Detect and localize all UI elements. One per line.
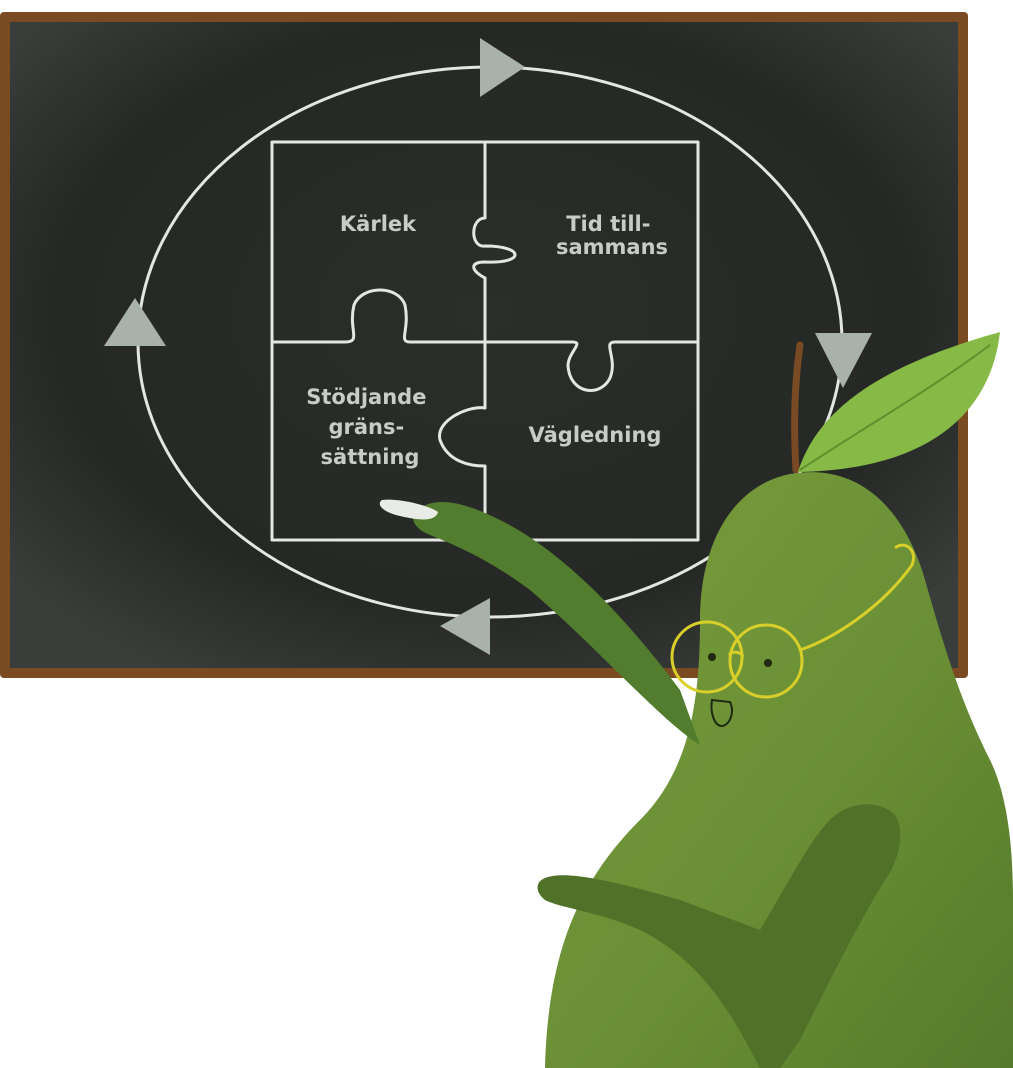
glasses-icon [670,543,915,699]
glasses-right-lens [728,623,804,699]
label-bottom-right: Vägledning [529,423,662,447]
label-bottom-left-line-1: Stödjande [306,385,426,409]
puzzle-labels: Kärlek Tid till- sammans Stödjande gräns… [306,212,668,469]
label-bottom-right-line-1: Vägledning [529,423,662,447]
label-top-right-line-2: sammans [556,235,668,259]
label-bottom-left: Stödjande gräns- sättning [306,385,434,469]
pear-stem-icon [791,341,804,474]
puzzle-horizontal-divider [270,288,700,392]
pear-right-eye [764,659,772,667]
label-bottom-left-line-3: sättning [321,445,420,469]
chalk-icon [379,499,438,520]
label-top-left-line-1: Kärlek [340,212,417,236]
pear-pointing-arm [413,501,700,745]
pear-lower-arm [537,804,901,1068]
pear-mouth [710,698,733,728]
pear-left-eye [708,653,716,661]
label-top-right: Tid till- sammans [556,212,668,259]
leaf-icon [798,332,1000,472]
arrow-left-icon [104,298,166,346]
arrow-right-icon [815,333,872,388]
label-top-left: Kärlek [340,212,417,236]
puzzle-vertical-divider [438,140,517,542]
leaf-vein [799,344,991,471]
label-top-right-line-1: Tid till- [566,212,650,236]
cycle-diagram [104,38,872,655]
glasses-bridge [728,650,744,658]
arrow-bottom-icon [440,598,490,655]
label-bottom-left-line-2: gräns- [328,415,404,439]
glasses-temple [799,543,915,652]
pear-character [379,332,1013,1068]
arrow-top-icon [480,38,525,97]
